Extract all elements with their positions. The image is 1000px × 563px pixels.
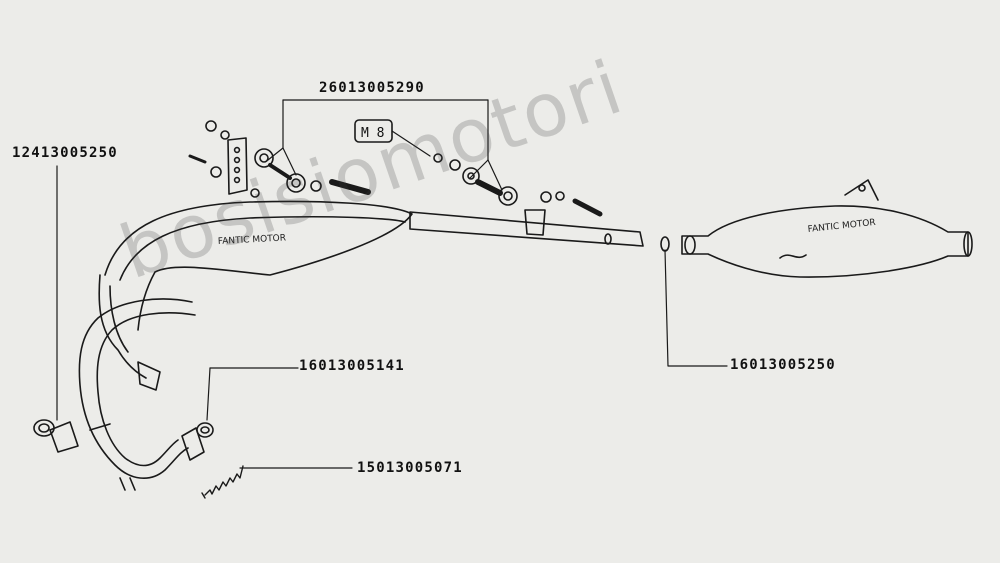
header-pipe: [78, 298, 205, 491]
o-ring-clip: [196, 422, 214, 438]
right-mount-hardware: [433, 153, 603, 217]
part-number-silencer-oring: 16013005250: [730, 357, 836, 373]
part-number-manifold-gasket: 12413005250: [12, 145, 118, 161]
tailpipe: [409, 209, 644, 247]
spring: [201, 465, 244, 499]
part-number-spring: 15013005071: [357, 460, 463, 476]
expansion-chamber: [98, 200, 413, 391]
bolt-size-box: [354, 119, 393, 143]
silencer-brand-stamp: FANTIC MOTOR: [807, 218, 876, 235]
silencer-oring: [660, 236, 670, 252]
expansion-brand-stamp: FANTIC MOTOR: [218, 233, 287, 247]
part-number-o-ring-clip: 16013005141: [299, 358, 405, 374]
manifold-gasket: [33, 419, 79, 453]
left-mount-bracket: [188, 120, 371, 198]
leader-lines: [56, 99, 728, 469]
part-number-mount-kit: 26013005290: [319, 80, 425, 96]
silencer: [681, 179, 973, 278]
bolt-size-label: M 8: [361, 126, 384, 141]
